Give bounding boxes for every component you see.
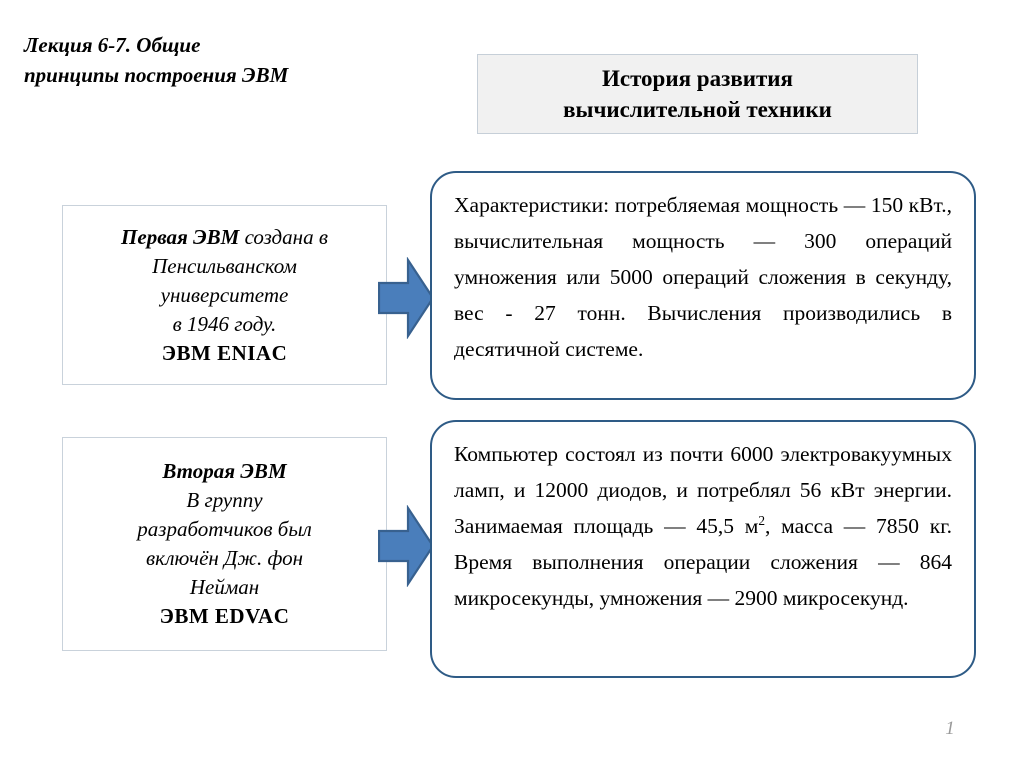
left-box-heading: Вторая ЭВМ [162, 459, 287, 483]
page-number: 1 [945, 718, 955, 739]
right-arrow-icon [377, 256, 435, 340]
right-arrow-icon [377, 504, 435, 588]
left-box-machine-name: ЭВМ ENIAC [161, 340, 288, 365]
left-box-body-line: Нейман [189, 575, 260, 599]
left-box-first-computer: Первая ЭВМ создана в Пенсильванском унив… [62, 205, 387, 385]
detail-box-eniac: Характеристики: потребляемая мощность — … [430, 171, 976, 400]
header-title: История развития вычислительной техники [563, 66, 832, 122]
left-box-body-line: Пенсильванском [152, 253, 297, 278]
left-box-heading: Первая ЭВМ [121, 224, 240, 249]
lecture-title: Лекция 6-7. Общие принципы построения ЭВ… [24, 33, 289, 87]
left-box-second-computer: Вторая ЭВМ В группу разработчиков был вк… [62, 437, 387, 651]
left-box-body-line: разработчиков был [137, 517, 312, 541]
left-box-machine-name: ЭВМ EDVAC [159, 604, 290, 628]
left-box-body-line: В группу [186, 488, 263, 512]
right-arrow-glyph [377, 256, 435, 340]
left-box-body-line: в 1946 году. [172, 311, 277, 336]
detail-text: Характеристики: потребляемая мощность — … [454, 193, 952, 361]
detail-text-part-1: Компьютер состоял из почти 6000 электров… [454, 442, 952, 538]
header-box: История развития вычислительной техники [477, 54, 918, 134]
detail-text: Компьютер состоял из почти 6000 электров… [454, 436, 952, 616]
left-box-body-line: включён Дж. фон [146, 546, 303, 570]
detail-text-part-2: , масса — 7850 кг. Время выполнения опер… [454, 514, 952, 610]
detail-box-edvac: Компьютер состоял из почти 6000 электров… [430, 420, 976, 678]
left-box-first-line: Первая ЭВМ создана в [121, 223, 328, 252]
right-arrow-glyph [377, 504, 435, 588]
square-meter-exponent: 2 [758, 512, 765, 528]
left-box-body-line: университете [160, 282, 289, 307]
left-box-heading-tail: создана в [239, 224, 328, 249]
